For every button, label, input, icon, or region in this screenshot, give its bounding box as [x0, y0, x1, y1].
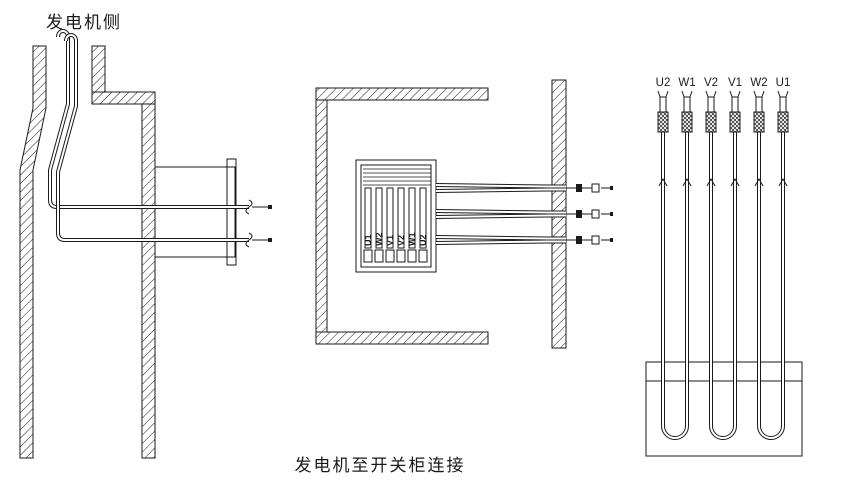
- cabinet-box: [645, 361, 803, 457]
- terminal-bar: [363, 187, 373, 263]
- connector-panel-edge: [226, 158, 237, 266]
- junction-enclosure-section: U1 W2 V1 V2 W1 U2: [315, 79, 614, 349]
- enclosure-top-wall: [315, 87, 489, 101]
- cable-phase-label: U1: [776, 77, 791, 89]
- cable-phase-label: V1: [728, 77, 742, 89]
- cable-break-symbol: [245, 232, 253, 248]
- terminal-label: W1: [407, 233, 417, 247]
- generator-duct-section: [19, 29, 272, 459]
- enclosure-left-wall: [315, 99, 328, 333]
- cable-phase-label: V2: [704, 77, 718, 89]
- cable-end-mark: [268, 205, 272, 209]
- diagram-caption: 发电机至开关柜连接: [295, 456, 466, 475]
- terminal-box-inner: [360, 164, 432, 268]
- connector-frame: [154, 166, 236, 258]
- enclosure-cable-row-1: [435, 183, 566, 193]
- generator-cable-2: [56, 33, 249, 242]
- cable-phase-label: W1: [678, 77, 695, 89]
- terminal-label: W2: [374, 233, 384, 247]
- duct-right-wall: [141, 103, 156, 459]
- bolt-connector: [565, 183, 614, 193]
- terminal-bar: [396, 187, 406, 263]
- terminal-label: V1: [385, 235, 395, 246]
- terminal-bar: [418, 187, 428, 263]
- cable-end-mark: [268, 238, 272, 242]
- cable-break-symbol: [245, 199, 253, 215]
- terminal-label: V2: [396, 235, 406, 246]
- enclosure-bottom-wall: [315, 331, 489, 345]
- enclosure-cable-row-2: [435, 209, 566, 219]
- generator-cable-1: [48, 29, 249, 209]
- cable-pair-3: [757, 132, 785, 440]
- terminal-label: U1: [363, 234, 373, 246]
- terminal-bar: [407, 187, 417, 263]
- cable-pair-1: [661, 132, 689, 440]
- switchgear-cables-section: U2 W1 V2 V1 W2 U1: [645, 77, 803, 457]
- terminal-bus-lines: [363, 168, 431, 186]
- duct-upper-right-wall: [91, 45, 106, 93]
- cable-phase-label: U2: [656, 77, 671, 89]
- terminal-bar: [374, 187, 384, 263]
- terminal-label: U2: [418, 234, 428, 246]
- terminal-bar: [385, 187, 395, 263]
- cable-pair-2: [709, 132, 737, 440]
- bolt-connector: [565, 235, 614, 245]
- terminal-box: U1 W2 V1 V2 W1 U2: [355, 159, 437, 273]
- duct-left-wall: [19, 45, 47, 459]
- bolt-connector: [565, 209, 614, 219]
- enclosure-cable-row-3: [435, 235, 566, 245]
- cable-phase-label: W2: [750, 77, 767, 89]
- generator-side-title: 发电机侧: [46, 13, 122, 32]
- duct-top-strip: [91, 91, 156, 105]
